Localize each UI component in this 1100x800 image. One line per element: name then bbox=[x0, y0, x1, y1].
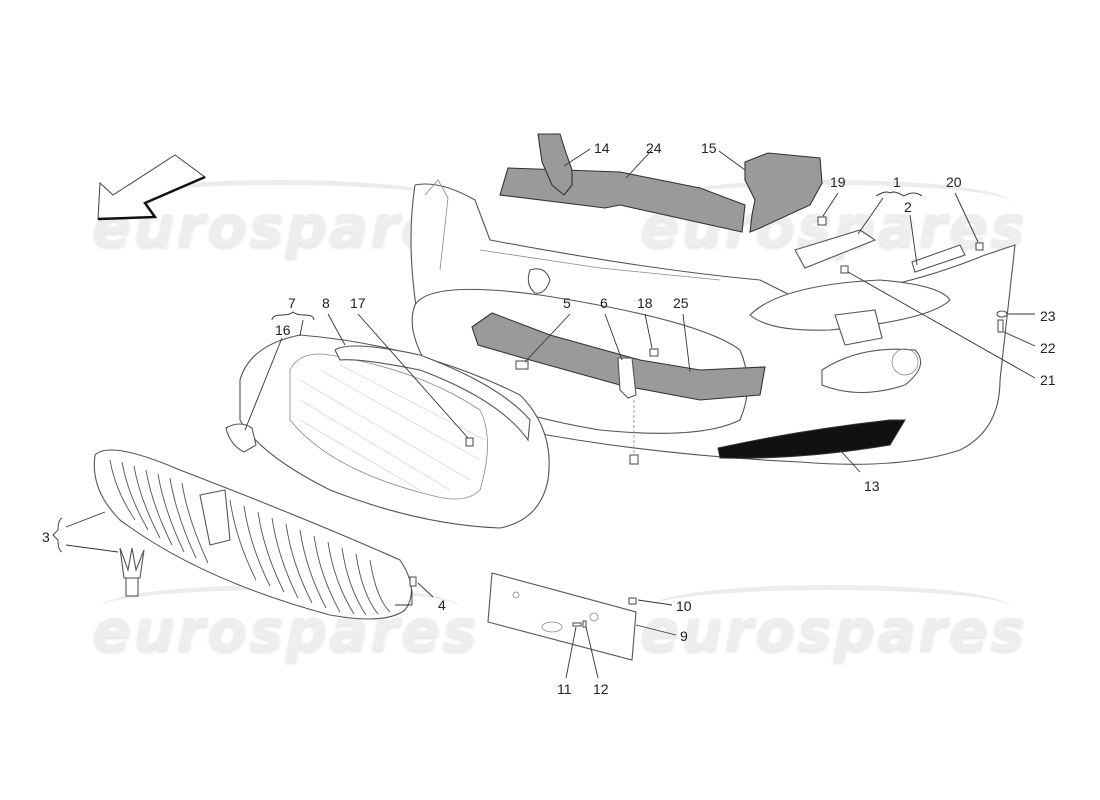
part-3-front-grille[interactable] bbox=[93, 449, 412, 620]
callout-23[interactable]: 23 bbox=[1040, 308, 1056, 324]
part-16-side-insert[interactable] bbox=[225, 423, 257, 453]
callout-21[interactable]: 21 bbox=[1040, 372, 1056, 388]
callout-3[interactable]: 3 bbox=[42, 529, 50, 545]
part-23-washer[interactable] bbox=[996, 310, 1008, 318]
part-24-upper-reinforcement[interactable] bbox=[499, 167, 746, 233]
part-15-right-duct[interactable] bbox=[744, 152, 823, 233]
leader-lines bbox=[52, 148, 1036, 679]
part-5-clip[interactable] bbox=[515, 360, 529, 370]
callout-4[interactable]: 4 bbox=[438, 597, 446, 613]
callout-24[interactable]: 24 bbox=[646, 140, 662, 156]
watermark-swoosh bbox=[100, 180, 460, 225]
part-18-screw[interactable] bbox=[649, 348, 659, 357]
callout-9[interactable]: 9 bbox=[680, 628, 688, 644]
callout-8[interactable]: 8 bbox=[322, 295, 330, 311]
part-10-screw[interactable] bbox=[628, 597, 637, 605]
callout-10[interactable]: 10 bbox=[676, 598, 692, 614]
part-20-clip[interactable] bbox=[975, 242, 984, 251]
watermark-bottom-right: eurospares bbox=[640, 596, 1027, 664]
callout-19[interactable]: 19 bbox=[830, 174, 846, 190]
callout-18[interactable]: 18 bbox=[637, 295, 653, 311]
watermark-swoosh bbox=[650, 585, 1010, 630]
part-9-license-plate-holder[interactable] bbox=[487, 572, 637, 661]
part-13-black-insert[interactable] bbox=[717, 419, 906, 459]
part-1-side-bracket[interactable] bbox=[794, 229, 877, 269]
callout-17[interactable]: 17 bbox=[350, 295, 366, 311]
watermark-bottom-left: eurospares bbox=[92, 596, 479, 664]
callout-25[interactable]: 25 bbox=[673, 295, 689, 311]
callout-20[interactable]: 20 bbox=[946, 174, 962, 190]
part-21-screw[interactable] bbox=[840, 265, 849, 274]
trident-badge-icon[interactable] bbox=[119, 547, 145, 597]
callout-7[interactable]: 7 bbox=[288, 295, 296, 311]
callout-1[interactable]: 1 bbox=[893, 174, 901, 190]
part-19-clip[interactable] bbox=[817, 216, 827, 226]
part-25-foam-absorber[interactable] bbox=[471, 312, 766, 401]
part-22-screw[interactable] bbox=[997, 319, 1004, 333]
callout-14[interactable]: 14 bbox=[594, 140, 610, 156]
callout-12[interactable]: 12 bbox=[593, 681, 609, 697]
callout-16[interactable]: 16 bbox=[275, 322, 291, 338]
part-2-bracket[interactable] bbox=[911, 244, 966, 273]
callout-22[interactable]: 22 bbox=[1040, 340, 1056, 356]
part-12-washer[interactable] bbox=[582, 620, 587, 628]
callout-2[interactable]: 2 bbox=[904, 199, 912, 215]
part-17-fastener[interactable] bbox=[465, 437, 474, 447]
callout-15[interactable]: 15 bbox=[701, 140, 717, 156]
part-8-frame-seal[interactable] bbox=[334, 345, 531, 442]
callout-5[interactable]: 5 bbox=[563, 295, 571, 311]
callout-6[interactable]: 6 bbox=[600, 295, 608, 311]
callout-13[interactable]: 13 bbox=[864, 478, 880, 494]
watermark-swoosh bbox=[650, 180, 1010, 225]
front-direction-arrow-icon bbox=[97, 154, 206, 221]
callout-11[interactable]: 11 bbox=[557, 681, 572, 697]
part-4-grille-screw[interactable] bbox=[409, 576, 417, 587]
part-11-screw[interactable] bbox=[572, 622, 582, 627]
part-6-bracket[interactable] bbox=[617, 357, 637, 399]
fastener-lower[interactable] bbox=[629, 454, 639, 465]
part-14-left-duct[interactable] bbox=[537, 133, 573, 196]
